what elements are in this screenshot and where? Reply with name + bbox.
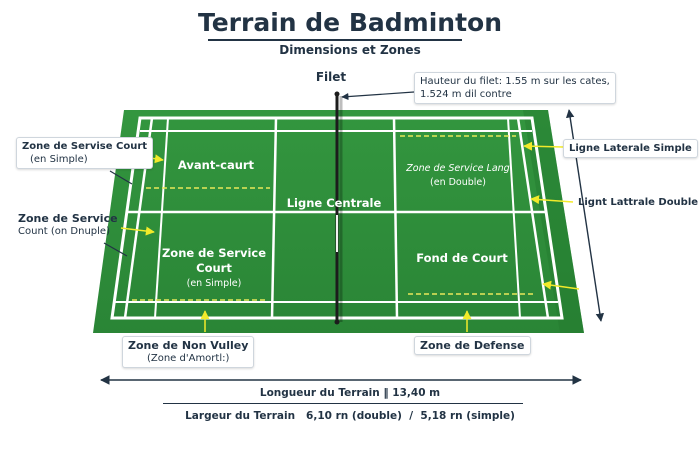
laterale-simple-label: Ligne Laterale Simple xyxy=(569,143,692,154)
non-vulley-line1: Zone de Non Vulley xyxy=(128,339,249,352)
servise-court-line1: Zone de Servise Court xyxy=(22,141,148,152)
long-service-line-left xyxy=(154,117,169,319)
arrow-laterale-simple xyxy=(523,141,564,151)
length-dimension-label: Longueur du Terrain ‖ 13,40 m xyxy=(259,387,441,399)
lattrale-double-label: Lignt Lattrale Double xyxy=(578,197,699,208)
tick-left-lower xyxy=(103,242,128,257)
hauteur-line1: Hauteur du filet: 1.55 m sur les cates, xyxy=(420,76,610,87)
callout-defense: Zone de Defense xyxy=(414,336,531,355)
callout-servise-court: Zone de Servise Court (en Simple) xyxy=(16,137,154,169)
zone-service-long-line2: (en Double) xyxy=(430,177,486,188)
tick-left-upper xyxy=(109,170,133,185)
zone-avant-court: Avant-caurt xyxy=(178,158,255,172)
service-count-line1: Zone de Service xyxy=(18,212,118,225)
zone-ligne-centrale: Ligne Centrale xyxy=(287,196,382,210)
hauteur-pointer xyxy=(341,91,415,101)
non-vulley-line2: (Zone d'Amortl:) xyxy=(146,353,230,364)
zone-service-court-line3: (en Simple) xyxy=(187,278,242,289)
zone-service-court-line2: Court xyxy=(196,261,232,275)
net-post-bottom xyxy=(334,319,340,325)
doubles-boundary xyxy=(110,116,564,320)
dimension-separator xyxy=(163,403,523,404)
callout-non-vulley: Zone de Non Vulley (Zone d'Amortl:) xyxy=(122,336,255,368)
width-dimension-label: Largeur du Terrain 6,10 rn (double) / 5,… xyxy=(185,410,515,422)
callout-lattrale-double: Lignt Lattrale Double xyxy=(578,196,698,209)
page-subtitle: Dimensions et Zones xyxy=(279,43,421,57)
service-count-line2: Count (on Dnuple) xyxy=(18,226,110,237)
callout-laterale-simple: Ligne Laterale Simple xyxy=(563,139,698,158)
short-service-line-right xyxy=(392,117,399,319)
page-title: Terrain de Badminton xyxy=(197,8,502,37)
servise-court-line2: (en Simple) xyxy=(30,154,88,165)
callout-hauteur-filet: Hauteur du filet: 1.55 m sur les cates, … xyxy=(414,72,616,104)
zone-fond-de-court: Fond de Court xyxy=(416,251,508,265)
arrow-service-count xyxy=(120,226,155,236)
callout-service-count: Zone de Service Count (on Dnuple) xyxy=(18,212,118,238)
zone-service-court-line1: Zone de Service xyxy=(162,246,266,260)
defense-label: Zone de Defense xyxy=(420,339,525,352)
zone-service-long-line1: Zone de Service Lang xyxy=(405,163,509,174)
net-post-top xyxy=(334,91,340,97)
short-service-line-left xyxy=(270,117,278,319)
hauteur-line2: 1.524 m dil contre xyxy=(420,89,512,100)
long-service-line-right xyxy=(507,117,521,319)
filet-label: Filet xyxy=(316,70,347,84)
title-underline xyxy=(208,39,462,41)
